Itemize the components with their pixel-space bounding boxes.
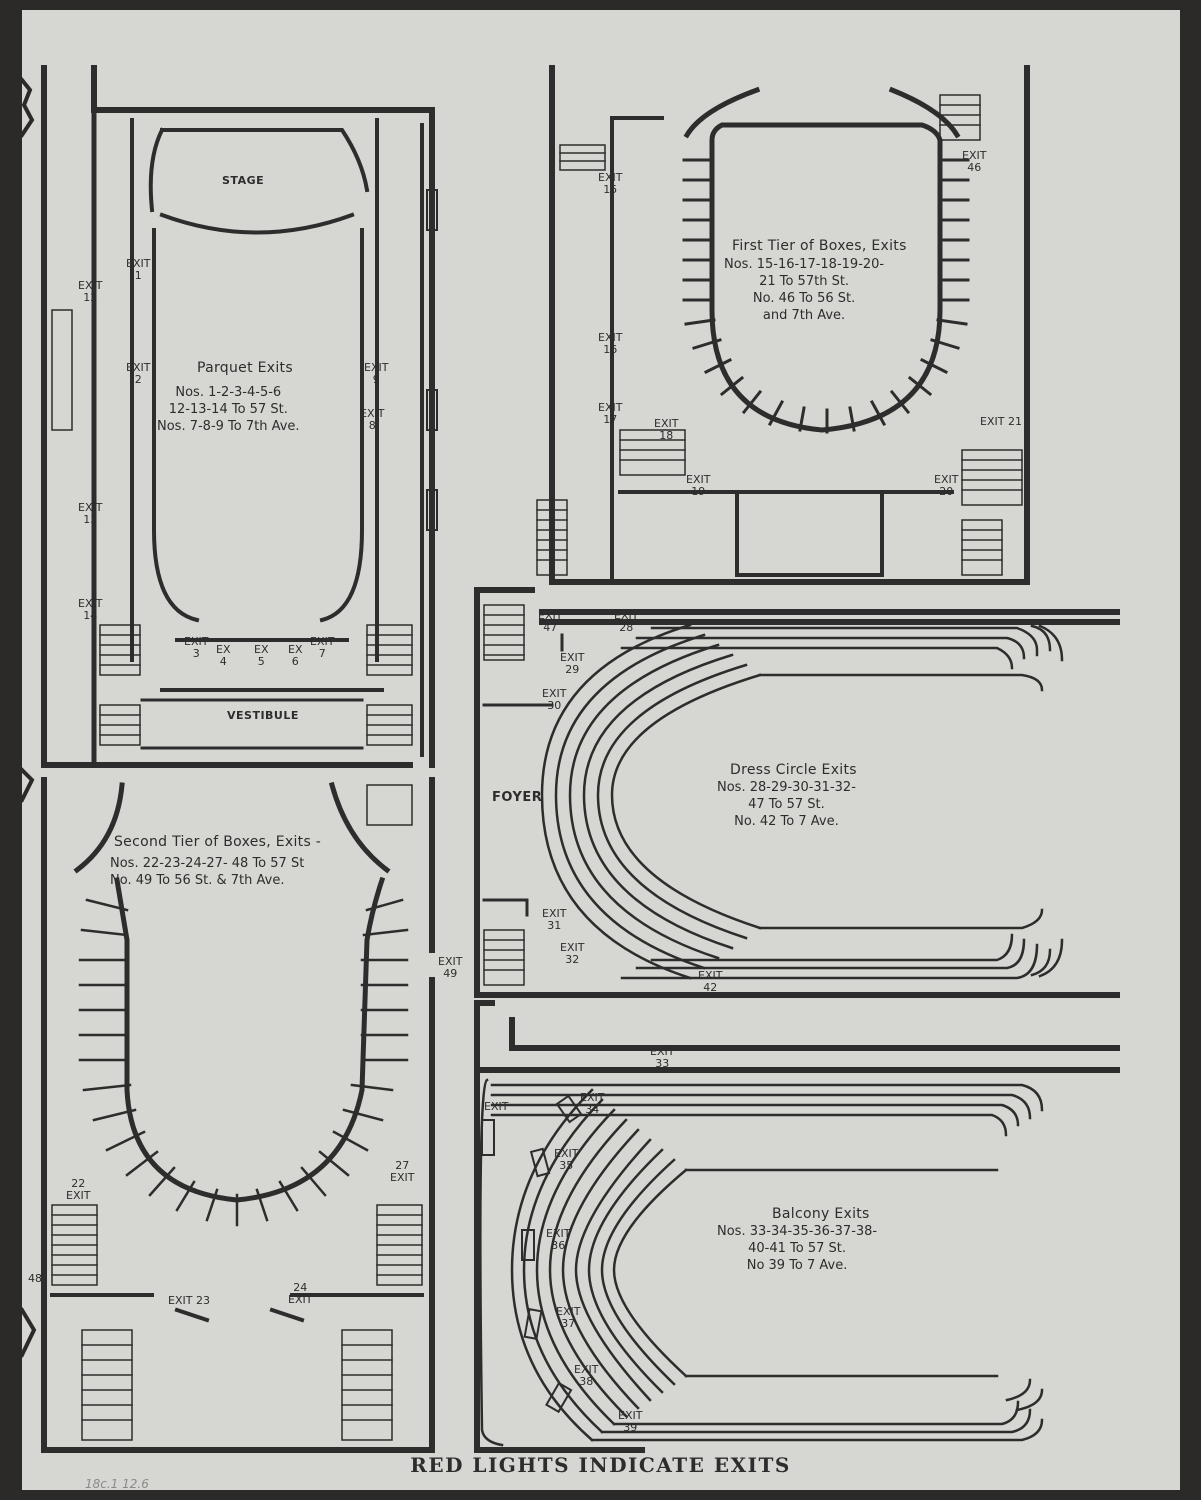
first-tier-outer-wall xyxy=(549,65,1030,585)
exit-22-marker: 22 EXIT xyxy=(66,1177,91,1202)
dress-circle-wall xyxy=(474,587,1120,998)
dress-circle-exit-info: Nos. 28-29-30-31-32- 47 To 57 St. No. 42… xyxy=(717,780,856,829)
exit-46-marker: EXIT 46 xyxy=(962,149,987,174)
first-tier-exit-info: Nos. 15-16-17-18-19-20- 21 To 57th St. N… xyxy=(724,257,885,323)
parquet-row xyxy=(160,638,384,692)
exit-15-marker: EXIT 15 xyxy=(598,171,623,196)
program-page: STAGE VESTIBULE Parquet Exits Nos. 1-2-3… xyxy=(22,10,1180,1490)
exit-31-marker: EXIT 31 xyxy=(542,907,567,932)
first-tier-lobby xyxy=(618,490,954,577)
exit-20-marker: EXIT 20 xyxy=(934,473,959,498)
dress-circle-title: Dress Circle Exits xyxy=(730,762,857,778)
parquet-window xyxy=(426,389,438,431)
dress-circle-rows xyxy=(540,623,1064,980)
parquet-plan xyxy=(41,65,438,768)
first-tier-plan xyxy=(536,65,1030,585)
parquet-vestibule-wall xyxy=(140,698,364,750)
parquet-stage xyxy=(148,127,370,235)
sheet-tear-edge xyxy=(22,77,37,1358)
exit-34-marker: EXIT 34 xyxy=(580,1091,605,1116)
balcony-exit-info: Nos. 33-34-35-36-37-38- 40-41 To 57 St. … xyxy=(717,1224,878,1273)
exit-4-marker: EX 4 xyxy=(216,643,231,668)
exit-48-marker: 48 xyxy=(28,1272,42,1285)
foyer-label: FOYER xyxy=(492,790,543,805)
parquet-inner-corridor xyxy=(130,118,379,662)
exit-32-marker: EXIT 32 xyxy=(560,941,585,966)
parquet-window xyxy=(426,489,438,531)
exit-27-marker: 27 EXIT xyxy=(390,1159,415,1184)
exit-37-marker: EXIT 37 xyxy=(556,1305,581,1330)
second-tier-exit-info: Nos. 22-23-24-27- 48 To 57 St No. 49 To … xyxy=(110,856,305,888)
exit-24-marker: 24 EXIT xyxy=(288,1281,313,1306)
second-tier-lobby xyxy=(50,1293,424,1323)
exit-13-marker: EXIT 13 xyxy=(78,501,103,526)
balcony-plan xyxy=(474,1000,1120,1453)
balcony-rows xyxy=(479,1078,1044,1447)
exit-49-marker: EXIT 49 xyxy=(438,955,463,980)
exit-42-marker: EXIT 42 xyxy=(698,969,723,994)
exit-23-marker: EXIT 23 xyxy=(168,1294,210,1307)
exit-12-marker: EXIT 12 xyxy=(78,279,103,304)
exit-9-marker: EXIT 9 xyxy=(364,361,389,386)
exit-38-marker: EXIT 38 xyxy=(574,1363,599,1388)
parquet-window xyxy=(426,189,438,231)
exit-14-marker: EXIT 14 xyxy=(78,597,103,622)
exit-lights-note: RED LIGHTS INDICATE EXITS xyxy=(410,1453,791,1477)
balcony-wall xyxy=(474,1000,1120,1453)
parquet-stairs xyxy=(51,309,413,746)
dress-circle-plan xyxy=(474,587,1120,998)
parquet-auditorium xyxy=(152,228,364,623)
exit-35-marker: EXIT 35 xyxy=(554,1147,579,1172)
handwritten-catalog-note: 18c.1 12.6 xyxy=(85,1477,149,1491)
exit-28-marker: EXIT 28 xyxy=(614,609,639,634)
exit-7-marker: EXIT 7 xyxy=(310,635,335,660)
second-tier-stairs xyxy=(51,784,423,1441)
exit-1-marker: EXIT 1 xyxy=(126,257,151,282)
exit-18-marker: EXIT 18 xyxy=(654,417,679,442)
exit-3-marker: EXIT 3 xyxy=(184,635,209,660)
second-tier-boxes xyxy=(78,898,409,1227)
balcony-title: Balcony Exits xyxy=(772,1206,870,1222)
parquet-title: Parquet Exits xyxy=(197,360,293,376)
exit-5-marker: EX 5 xyxy=(254,643,269,668)
floor-plans xyxy=(22,65,1120,1453)
second-tier-title: Second Tier of Boxes, Exits - xyxy=(114,834,322,850)
dress-circle-stairs xyxy=(483,604,525,986)
second-tier-plan xyxy=(41,777,435,1453)
first-tier-title: First Tier of Boxes, Exits xyxy=(732,238,907,254)
first-tier-horseshoe xyxy=(683,86,961,433)
exit-17-marker: EXIT 17 xyxy=(598,401,623,426)
exit-8-marker: EXIT 8 xyxy=(360,407,385,432)
first-tier-stairs xyxy=(536,94,1023,576)
parquet-vestibule-label: VESTIBULE xyxy=(227,709,299,722)
parquet-stage-label: STAGE xyxy=(222,174,265,187)
second-tier-outer-wall xyxy=(41,777,435,1453)
exit-19-marker: EXIT 19 xyxy=(686,473,711,498)
exit-16-marker: EXIT 16 xyxy=(598,331,623,356)
exit-21-marker: EXIT 21 xyxy=(980,415,1022,428)
first-tier-corridor-wall xyxy=(610,116,664,584)
parquet-outer-wall xyxy=(41,65,435,768)
balcony-left-exit-marker: EXIT xyxy=(484,1100,509,1113)
balcony-boxes xyxy=(481,1094,583,1414)
exit-47-marker: EXIT 47 xyxy=(538,609,563,634)
exit-30-marker: EXIT 30 xyxy=(542,687,567,712)
exit-29-marker: EXIT 29 xyxy=(560,651,585,676)
exit-39-marker: EXIT 39 xyxy=(618,1409,643,1434)
parquet-exit-info: Nos. 1-2-3-4-5-6 12-13-14 To 57 St. Nos.… xyxy=(157,385,300,434)
exit-2-marker: EXIT 2 xyxy=(126,361,151,386)
exit-36-marker: EXIT 36 xyxy=(546,1227,571,1252)
dress-circle-foyer-wall xyxy=(482,633,564,917)
exit-6-marker: EX 6 xyxy=(288,643,303,668)
first-tier-boxes xyxy=(682,158,970,434)
exit-33-marker: EXIT 33 xyxy=(650,1045,675,1070)
